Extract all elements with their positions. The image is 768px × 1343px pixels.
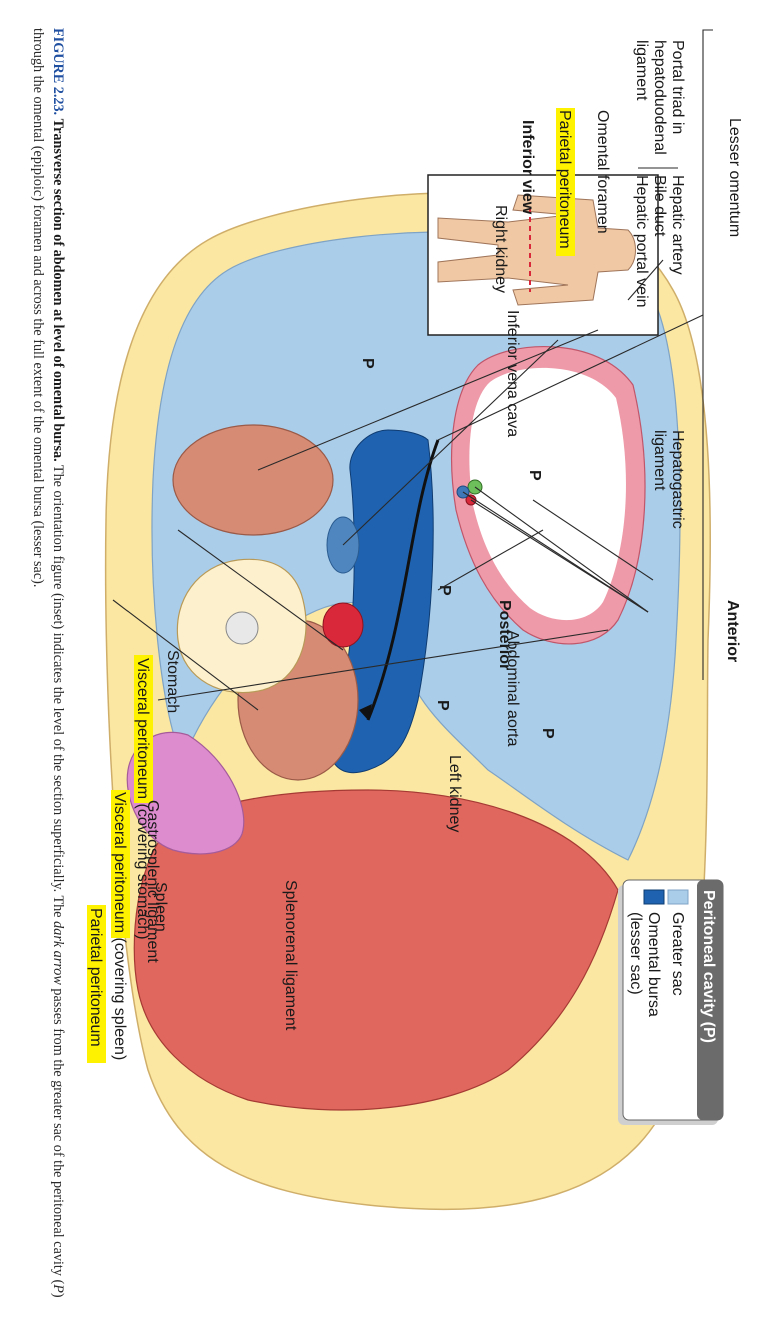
- dark-arrow: [366, 439, 440, 721]
- caption-text-1: The orientation figure (inset) indicates…: [50, 461, 66, 922]
- portal-triad-label-2: hepatoduodenal: [651, 40, 668, 155]
- figure-caption: FIGURE 2.23. Transverse section of abdom…: [28, 28, 68, 1318]
- abdominal-aorta-vessel: [322, 602, 364, 648]
- legend-omental-bursa-swatch: [643, 889, 665, 905]
- omental-foramen-label: Omental foramen: [594, 110, 611, 234]
- inferior-view-label: Inferior view: [519, 120, 536, 215]
- visceral-peritoneum-stomach-label: Visceral peritoneum (covering stomach): [134, 658, 151, 940]
- legend-omental-bursa-label-1: Omental bursa: [645, 912, 662, 1017]
- hepatic-artery-label: Hepatic artery: [669, 175, 686, 275]
- spleen-label: Spleen: [152, 882, 169, 932]
- parietal-peritoneum-right-highlight: [87, 905, 106, 1063]
- bile-duct-label: Bile duct: [651, 175, 668, 237]
- dark-arrow-head: [359, 704, 372, 720]
- portal-triad-label-1: Portal triad in: [669, 40, 686, 134]
- hepatic-portal-vein-label: Hepatic portal vein: [633, 175, 650, 308]
- parietal-peritoneum-left-highlight: [556, 108, 575, 256]
- legend-greater-sac-label: Greater sac: [669, 912, 686, 996]
- spinal-canal: [225, 611, 259, 645]
- gastrosplenic-ligament-label: Gastrosplenic ligament: [144, 800, 161, 963]
- legend: Peritoneal cavity (P) Greater sac Omenta…: [618, 879, 724, 1125]
- posterior-muscles: [133, 789, 619, 1111]
- parietal-peritoneum-left-label: Parietal peritoneum: [556, 110, 573, 249]
- hepatogastric-label-2: ligament: [651, 430, 668, 491]
- stomach-lumen: [469, 367, 626, 620]
- portal-triad-label-3: ligament: [633, 40, 650, 101]
- inferior-vena-cava-label: Inferior vena cava: [504, 310, 521, 437]
- legend-title: Peritoneal cavity (P): [700, 890, 717, 1043]
- visceral-peritoneum-stomach-highlight: [134, 655, 153, 803]
- stomach-label: Stomach: [164, 650, 181, 713]
- caption-dark-arrow: dark arrow: [50, 921, 66, 985]
- abdominal-aorta-label: Abdominal aorta: [504, 630, 521, 747]
- legend-header: [697, 880, 723, 1120]
- caption-text-2: passes from the greater sac of the perit…: [50, 984, 66, 1285]
- lesser-omentum-label: Lesser omentum: [726, 118, 743, 237]
- visceral-peritoneum-spleen-label: Visceral peritoneum (covering spleen): [111, 792, 128, 1060]
- parietal-peritoneum-right-label: Parietal peritoneum: [87, 908, 104, 1047]
- hepatogastric-label-1: Hepatogastric: [669, 430, 686, 529]
- p-label-5: P: [539, 728, 556, 739]
- p-label-4: P: [434, 700, 451, 711]
- lesser-omentum-bracket: [702, 29, 713, 680]
- left-kidney-label: Left kidney: [446, 755, 463, 832]
- legend-omental-bursa-label-2: (lesser sac): [627, 912, 644, 995]
- right-kidney: [172, 424, 334, 536]
- posterior-label: Posterior: [496, 600, 513, 670]
- caption-title: Transverse section of abdomen at level o…: [50, 118, 66, 462]
- caption-number: FIGURE 2.23.: [50, 28, 66, 116]
- p-label-2: P: [526, 470, 543, 481]
- p-label-3: P: [436, 585, 453, 596]
- caption-p: P: [50, 1284, 66, 1293]
- right-kidney-label: Right kidney: [492, 205, 509, 293]
- anterior-label: Anterior: [724, 600, 741, 662]
- visceral-peritoneum-spleen-highlight: [111, 790, 130, 938]
- p-label-1: P: [359, 358, 376, 369]
- legend-greater-sac-swatch: [667, 889, 689, 905]
- splenorenal-ligament-label: Splenorenal ligament: [282, 880, 299, 1031]
